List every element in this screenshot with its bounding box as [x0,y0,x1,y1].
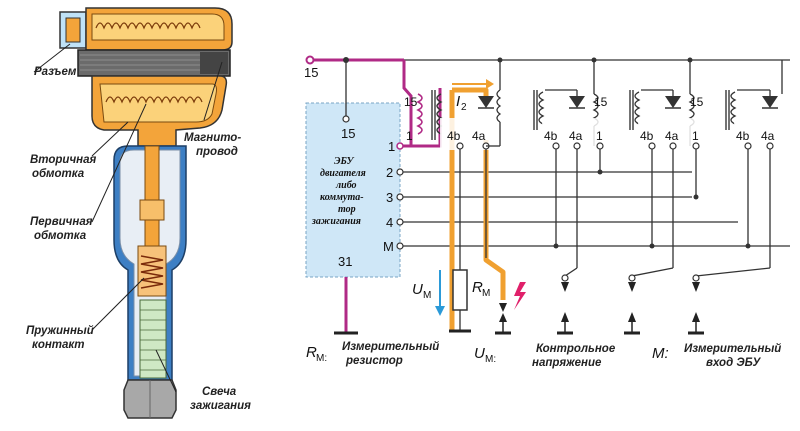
coil-top-winding-area [91,13,225,41]
coil1-pin4b-label: 4b [447,129,461,143]
legend-um-text-1: Контрольное [536,343,616,355]
core-edge [200,52,228,74]
voltage-symbol: U [412,281,423,298]
ecu-text-1: ЭБУ [334,156,354,167]
ecu-text-3: либо [335,180,357,191]
primary-coil-1 [416,93,423,135]
label-plug-2: зажигания [190,400,251,412]
ecu-pin1-terminal [396,142,404,150]
coil-block-2: 15 4b 4a 1 [533,60,608,335]
coil2-pin4b-label: 4b [544,129,558,143]
coil1-pin1-label: 1 [406,129,413,143]
legend-m-symbol: M: [652,345,669,362]
label-magnetic-core-1: Магнито- [184,132,241,144]
voltage-subscript: M [423,290,431,301]
ecu-pin1-label: 1 [388,139,395,154]
label-primary-1: Первичная [30,216,93,228]
coil-block-4: 4b 4a [688,60,788,335]
ecu-pinM-terminal [396,242,404,250]
current-subscript: 2 [461,102,467,113]
measuring-resistor [452,269,468,311]
coil1-pin15-label: 15 [404,95,418,109]
label-primary-2: обмотка [34,230,87,242]
label-secondary-1: Вторичная [30,154,96,166]
coil4-pin4a-label: 4a [761,129,775,143]
coil3-pin4b-label: 4b [640,129,654,143]
spring-housing [137,245,167,297]
ignition-coil-illustration [33,7,233,419]
label-magnetic-core-2: провод [196,146,238,158]
legend-um-sub: M: [485,354,496,365]
coil-part-labels: Разъем Магнито- провод Вторичная обмотка… [26,66,251,412]
ecu-pin3-label: 3 [386,190,393,205]
legend-um-text-2: напряжение [532,357,602,369]
legend-rm-sub: M: [316,353,327,364]
ecu-pin15-terminal [342,115,350,123]
conductor-collar [139,199,165,221]
ecu-text-5: тор [338,204,356,215]
legend-m-text-2: вход ЭБУ [706,357,762,369]
resistor-symbol: R [472,279,483,296]
legend-um-symbol: U [474,345,485,362]
coil2-pin15-label: 15 [594,95,608,109]
secondary-winding-top [95,22,201,30]
coil2-pin1-label: 1 [596,129,603,143]
junction-dots [497,57,751,249]
ecu-text-6: зажигания [311,216,361,227]
spark-icon [514,282,526,310]
ecu-text-4: коммута- [320,192,364,203]
label-plug-1: Свеча [202,386,237,398]
spark-plug-insulator [139,299,167,379]
ecu-box [305,102,401,278]
secondary-coil-1 [436,93,443,135]
secondary-current-right [483,140,506,300]
legend: R M: Измерительный резистор U M: Контрол… [306,341,781,369]
resistor-subscript: M [482,288,490,299]
ecu-pin4-terminal [396,218,404,226]
ecu-pin31-label: 31 [338,254,352,269]
legend-rm-text-1: Измерительный [342,341,439,353]
label-spring-2: контакт [32,339,84,351]
ecu-pin2-terminal [396,168,404,176]
legend-rm-text-2: резистор [345,355,403,367]
supply-terminal [305,55,315,65]
junction-dot [343,57,349,63]
legend-rm-symbol: R [306,344,317,361]
coil-block-1: I 2 15 1 4b 4a R M U M [404,60,526,335]
coil3-pin4a-label: 4a [665,129,679,143]
ecu-pinM-label: M [383,239,394,254]
diode-1 [478,96,494,108]
primary-winding [105,96,203,104]
current-symbol: I [456,93,460,110]
legend-m-text-1: Измерительный [684,343,781,355]
label-secondary-2: обмотка [32,168,85,180]
coil3-pin15-label: 15 [690,95,704,109]
ecu-pin2-label: 2 [386,165,393,180]
label-connector: Разъем [34,66,77,78]
ecu-pin3-terminal [396,193,404,201]
ecu-text-2: двигателя [320,168,366,179]
spring-contact [140,255,164,289]
secondary-conductor [144,145,160,247]
ecu-pin4-label: 4 [386,215,393,230]
current-arrow-head [486,79,494,89]
coil4-pin4b-label: 4b [736,129,750,143]
connector-pin [65,17,81,43]
label-spring-1: Пружинный [26,325,94,337]
coil-block-3: 15 4b 4a 1 [624,60,704,335]
supply-label: 15 [304,65,318,80]
coil1-pin4a-label: 4a [472,129,486,143]
ecu-pin15-label: 15 [341,126,355,141]
circuit-schematic: 15 15 ЭБУ двигателя либо коммута- тор за… [304,55,790,335]
coil2-pin4a-label: 4a [569,129,583,143]
coil-lower-winding-area [99,83,217,123]
coil3-pin1-label: 1 [692,129,699,143]
